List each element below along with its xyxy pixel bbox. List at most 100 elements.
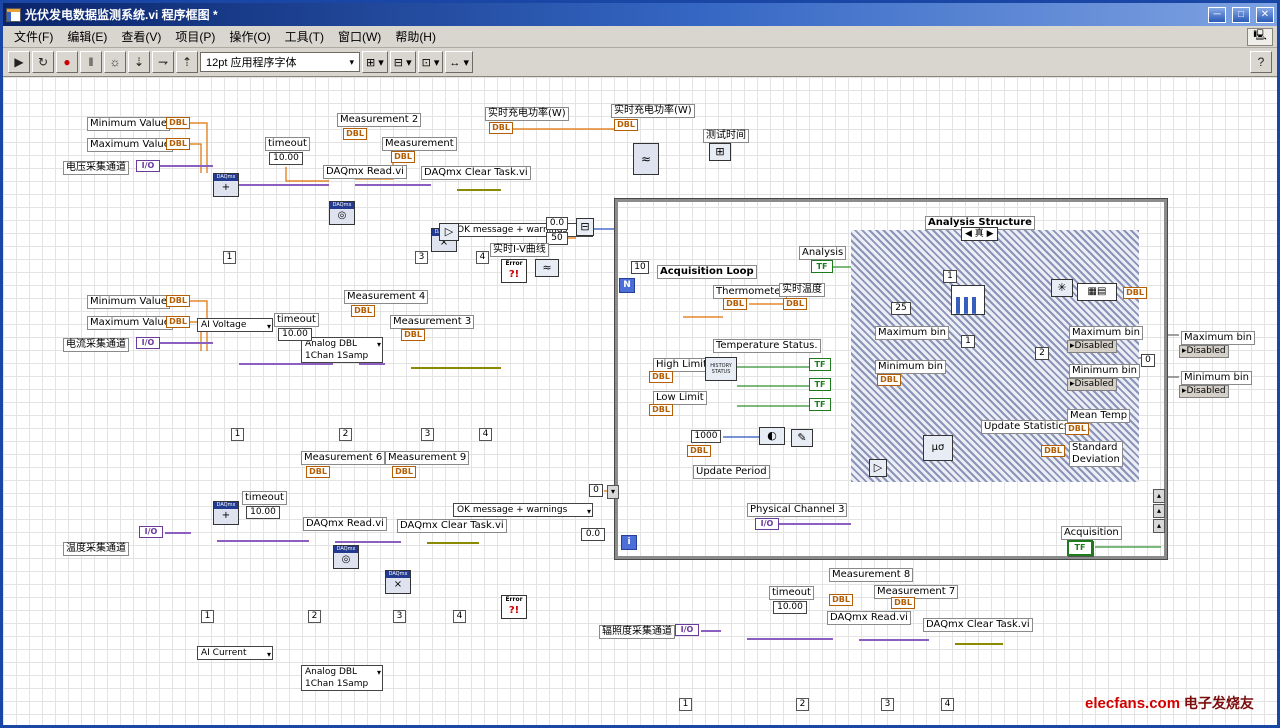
free-label[interactable]: DAQmx Clear Task.vi — [923, 618, 1033, 632]
free-label[interactable]: Minimum bin — [1069, 364, 1140, 378]
boolean-terminal[interactable]: TF — [809, 398, 831, 411]
node-icon[interactable]: ◐ — [759, 427, 785, 445]
enum-constant[interactable]: OK message + warnings — [453, 223, 593, 238]
case-selector[interactable]: ◀ 真 ▶ — [961, 227, 998, 241]
dbl-terminal[interactable]: DBL — [891, 597, 915, 609]
shift-register[interactable]: ▴ — [1153, 504, 1165, 518]
boolean-terminal[interactable]: TF — [809, 378, 831, 391]
free-label[interactable]: Minimum Value — [87, 295, 170, 309]
numeric-constant[interactable]: 0.0 — [581, 528, 605, 541]
numeric-constant[interactable]: 1 — [943, 270, 957, 283]
free-label[interactable]: Mean Temp — [1067, 409, 1131, 423]
node-icon[interactable]: ⊞ — [709, 143, 731, 161]
free-label[interactable]: Acquisition Loop — [657, 265, 757, 279]
daqmx-vi-icon[interactable]: ◎ — [333, 545, 359, 569]
run-button[interactable]: ▶ — [8, 51, 30, 73]
sequence-frame-number[interactable]: 4 — [479, 428, 492, 441]
sequence-frame-number[interactable]: 4 — [453, 610, 466, 623]
sequence-frame-number[interactable]: 1 — [201, 610, 214, 623]
sequence-frame-number[interactable]: 4 — [941, 698, 954, 711]
numeric-constant[interactable]: 0 — [1141, 354, 1155, 367]
free-label[interactable]: Update Period — [693, 465, 770, 479]
free-label[interactable]: Measurement 6 — [301, 451, 386, 465]
boolean-terminal[interactable]: TF — [809, 358, 831, 371]
node-icon[interactable]: ✳ — [1051, 279, 1073, 297]
free-label[interactable]: Standard Deviation — [1069, 441, 1123, 467]
free-label[interactable]: Measurement 3 — [390, 315, 475, 329]
dbl-terminal[interactable]: DBL — [306, 466, 330, 478]
resize-objects-dropdown[interactable]: ⊡ ▾ — [417, 51, 444, 73]
dbl-terminal[interactable]: DBL — [649, 404, 673, 416]
daqmx-vi-icon[interactable]: × — [385, 570, 411, 594]
reorder-dropdown[interactable]: ↔ ▾ — [445, 51, 473, 73]
statistics-vi-icon[interactable]: μσ — [923, 435, 953, 461]
node-icon[interactable]: ✎ — [791, 429, 813, 447]
free-label[interactable]: Measurement 8 — [829, 568, 914, 582]
sequence-frame-number[interactable]: 2 — [308, 610, 321, 623]
free-label[interactable]: 实时充电功率(W) — [485, 107, 569, 121]
sequence-frame-number[interactable]: 4 — [476, 251, 489, 264]
waveform-chart-icon[interactable]: ≈ — [633, 143, 659, 175]
iteration-terminal[interactable]: i — [621, 535, 637, 550]
free-label[interactable]: Low Limit — [653, 391, 707, 405]
menu-3[interactable]: 项目(P) — [175, 30, 216, 44]
free-label[interactable]: timeout — [265, 137, 310, 151]
sequence-frame-number[interactable]: 3 — [393, 610, 406, 623]
histogram-vi-icon[interactable] — [951, 285, 985, 315]
dbl-terminal[interactable]: DBL — [166, 316, 190, 328]
menu-7[interactable]: 帮助(H) — [395, 30, 436, 44]
enum-constant[interactable]: Analog DBL 1Chan 1Samp — [301, 337, 383, 363]
io-terminal[interactable]: I/O — [136, 337, 160, 349]
menu-6[interactable]: 窗口(W) — [337, 30, 382, 44]
menu-2[interactable]: 查看(V) — [121, 30, 162, 44]
free-label[interactable]: 温度采集通道 — [63, 542, 129, 556]
dbl-terminal[interactable]: DBL — [166, 138, 190, 150]
enum-constant[interactable]: Analog DBL 1Chan 1Samp — [301, 665, 383, 691]
daqmx-vi-icon[interactable]: + — [213, 501, 239, 525]
numeric-constant[interactable]: 10.00 — [278, 328, 312, 341]
free-label[interactable]: Measurement 7 — [874, 585, 959, 599]
free-label[interactable]: Measurement 4 — [344, 290, 429, 304]
dbl-terminal[interactable]: DBL — [391, 151, 415, 163]
disabled-property-badge[interactable]: ▸Disabled — [1067, 378, 1117, 391]
free-label[interactable]: Maximum Value — [87, 316, 173, 330]
free-label[interactable]: Thermometer — [713, 285, 788, 299]
numeric-constant[interactable]: 10.00 — [269, 152, 303, 165]
sequence-frame-number[interactable]: 3 — [421, 428, 434, 441]
free-label[interactable]: DAQmx Clear Task.vi — [397, 519, 507, 533]
free-label[interactable]: 电压采集通道 — [63, 161, 129, 175]
free-label[interactable]: 实时充电功率(W) — [611, 104, 695, 118]
dbl-terminal[interactable]: DBL — [343, 128, 367, 140]
shift-register[interactable]: ▴ — [1153, 489, 1165, 503]
enum-constant[interactable]: AI Current — [197, 646, 273, 661]
highlight-execution-button[interactable]: ☼ — [104, 51, 126, 73]
error-dialog-vi-icon[interactable]: ?! — [501, 595, 527, 619]
numeric-constant[interactable]: 10.00 — [246, 506, 280, 519]
numeric-constant[interactable]: 0 — [589, 484, 603, 497]
free-label[interactable]: 测试时间 — [703, 129, 749, 143]
close-button[interactable]: ✕ — [1256, 6, 1274, 23]
dbl-terminal[interactable]: DBL — [166, 295, 190, 307]
free-label[interactable]: timeout — [769, 586, 814, 600]
step-over-button[interactable]: ⇁ — [152, 51, 174, 73]
free-label[interactable]: Update Statistics — [981, 420, 1073, 434]
menu-4[interactable]: 操作(O) — [229, 30, 271, 44]
free-label[interactable]: DAQmx Read.vi — [323, 165, 407, 179]
step-into-button[interactable]: ⇣ — [128, 51, 150, 73]
loop-count-terminal[interactable]: N — [619, 278, 635, 293]
free-label[interactable]: High Limit — [653, 358, 710, 372]
menu-5[interactable]: 工具(T) — [284, 30, 324, 44]
stop-button-terminal[interactable]: TF — [1067, 540, 1093, 556]
free-label[interactable]: Acquisition — [1061, 526, 1122, 540]
shift-register[interactable]: ▾ — [607, 485, 619, 499]
node-icon[interactable]: ▷ — [439, 223, 459, 241]
node-icon[interactable]: ⊟ — [576, 218, 594, 236]
disabled-property-badge[interactable]: ▸Disabled — [1067, 340, 1117, 353]
numeric-constant[interactable]: 25 — [891, 302, 911, 315]
run-continuous-button[interactable]: ↻ — [32, 51, 54, 73]
pause-button[interactable]: ‖ — [80, 51, 102, 73]
node-icon[interactable]: ≈ — [535, 259, 559, 277]
font-selector[interactable]: 12pt 应用程序字体 ▾ — [200, 52, 360, 72]
distribute-objects-dropdown[interactable]: ⊟ ▾ — [389, 51, 416, 73]
dbl-terminal[interactable]: DBL — [392, 466, 416, 478]
